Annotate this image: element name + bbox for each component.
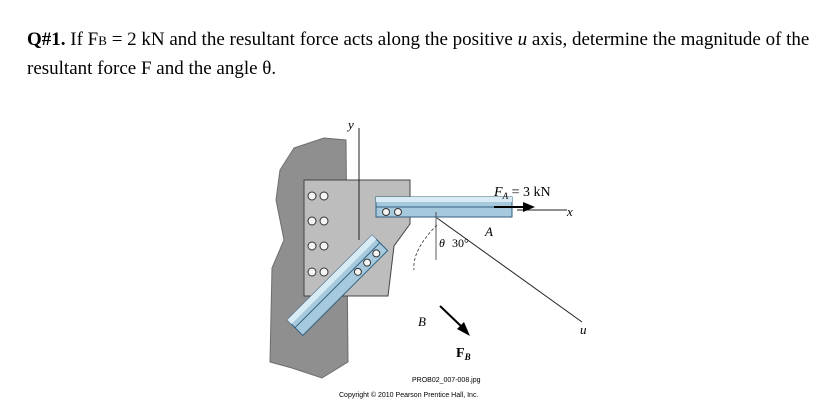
u-axis-term: u (517, 29, 528, 50)
point-b-label: B (418, 314, 426, 329)
member-b (286, 234, 389, 337)
caption-copyright: Copyright © 2010 Pearson Prentice Hall, … (339, 391, 478, 399)
fb-label-main: F (456, 346, 465, 361)
angle-arc (413, 224, 438, 271)
fa-label-sub: A (502, 191, 509, 201)
question-text: Q#1. If FB = 2 kN and the resultant forc… (27, 26, 827, 83)
y-label: y (346, 117, 354, 132)
fb-arrowhead (457, 322, 470, 336)
point-a-label: A (484, 224, 493, 239)
question-part3: axis, determine the magnitude of the res… (27, 29, 810, 79)
fa-arrowhead (523, 202, 535, 212)
plate-bolts (307, 191, 329, 277)
angle-label: 30° (452, 236, 469, 250)
u-axis-line (436, 217, 583, 323)
x-label: x (566, 204, 573, 219)
fb-subscript: B (98, 33, 107, 48)
figure: y x u FA = 3 kN A B θ 30° FB PROB02_007-… (262, 100, 592, 410)
fa-label-value: = 3 kN (508, 185, 551, 200)
fb-label: FB (456, 346, 471, 362)
member-a (375, 196, 513, 218)
u-label: u (580, 322, 587, 337)
question-part1: If F (65, 29, 99, 50)
fb-arrow-line (439, 305, 464, 329)
question-part2: = 2 kN and the resultant force acts alon… (106, 29, 518, 50)
fa-label: FA = 3 kN (493, 185, 551, 201)
fb-label-sub: B (464, 352, 471, 362)
caption-filename: PROB02_007-008.jpg (412, 377, 481, 384)
theta-label: θ (439, 236, 445, 250)
fa-label-main: F (493, 185, 503, 200)
force-diagram: y x u FA = 3 kN A B θ 30° FB PROB02_007-… (269, 117, 587, 399)
question-number: Q#1. (27, 29, 66, 50)
